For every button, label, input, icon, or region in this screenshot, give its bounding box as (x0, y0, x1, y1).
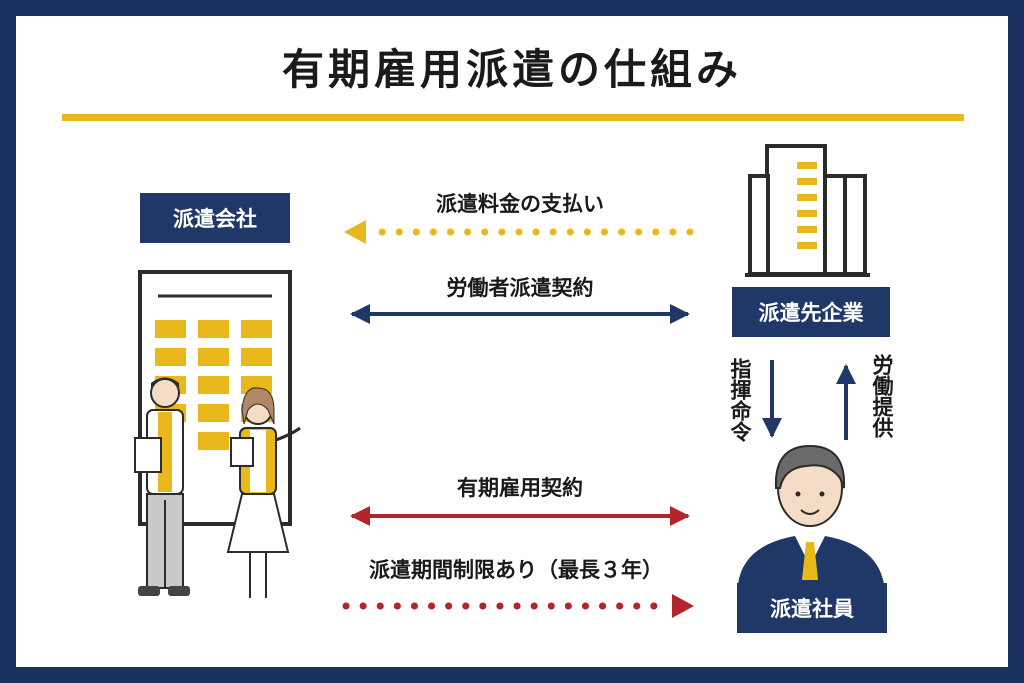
fee-payment-arrow (344, 220, 694, 244)
fee-payment-label: 派遣料金の支払い (436, 192, 604, 216)
instruction-label: 指揮命令 (728, 358, 752, 442)
labor-provision-label: 労働提供 (870, 354, 894, 438)
worker-dispatch-contract-label: 労働者派遣契約 (446, 276, 594, 300)
period-limit-label: 派遣期間制限あり（最長３年） (369, 558, 663, 582)
page-title: 有期雇用派遣の仕組み (281, 45, 742, 94)
title-underline (62, 114, 964, 121)
client-company-label: 派遣先企業 (732, 287, 890, 337)
dispatch-company-label: 派遣会社 (140, 193, 290, 243)
fixed-term-contract-label: 有期雇用契約 (457, 476, 583, 500)
client-company-building-icon (745, 144, 870, 277)
female-staff-figure (226, 387, 301, 598)
period-limit-arrow (342, 594, 694, 618)
dispatched-employee-figure (738, 444, 884, 584)
male-staff-figure (134, 377, 190, 596)
dispatched-employee-label: 派遣社員 (737, 583, 887, 633)
